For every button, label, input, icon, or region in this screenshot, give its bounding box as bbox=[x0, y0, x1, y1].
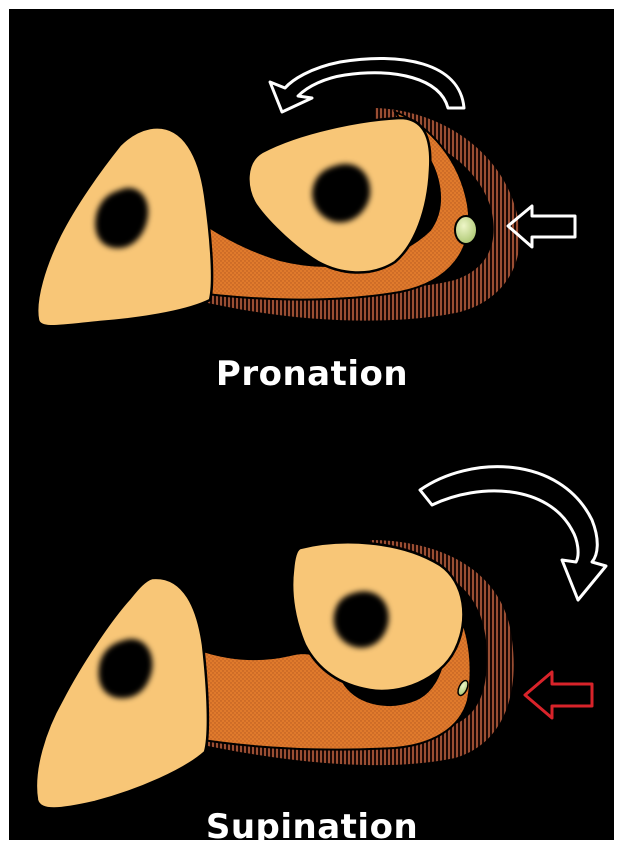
curved-arrow-counterclockwise-icon bbox=[270, 58, 464, 112]
supination-diagram: Supination bbox=[36, 467, 606, 847]
left-arrow-icon-red bbox=[525, 672, 592, 718]
pronation-label: Pronation bbox=[216, 354, 408, 394]
supination-label: Supination bbox=[206, 807, 418, 847]
pronation-nodule bbox=[455, 216, 477, 244]
pronation-diagram: Pronation bbox=[37, 58, 575, 394]
